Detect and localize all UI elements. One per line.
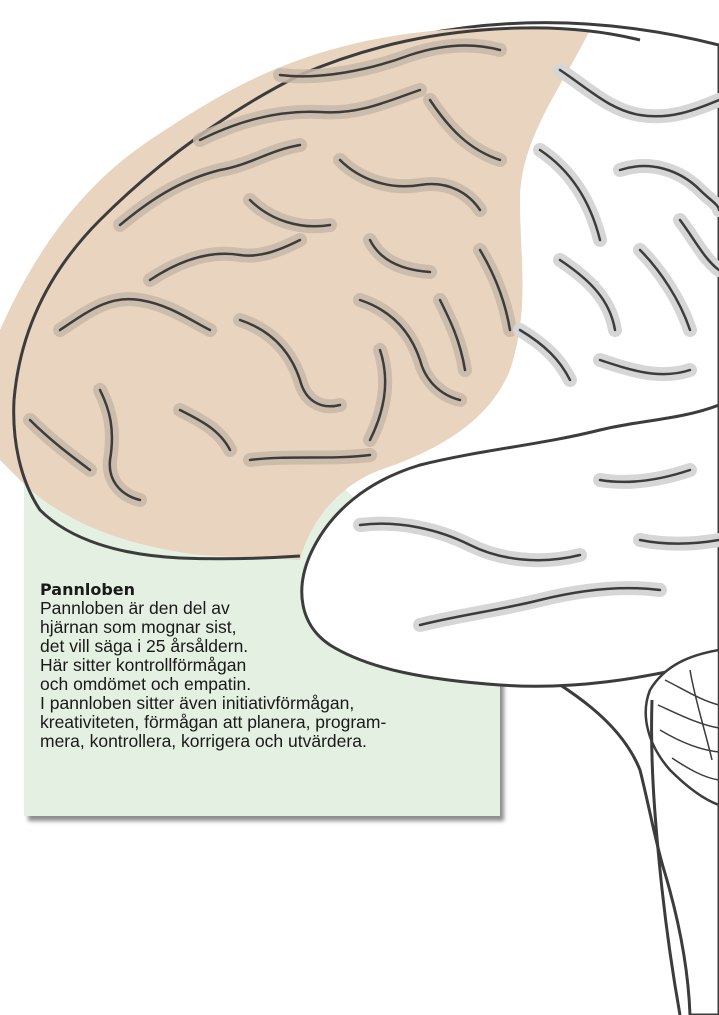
info-line-4: Här sitter kontrollförmågan (40, 656, 510, 675)
info-line-8: mera, kontrollera, korrigera och utvärde… (40, 732, 510, 751)
info-line-5: och omdömet och empatin. (40, 675, 510, 694)
info-line-6: I pannloben sitter även initiativförmåga… (40, 694, 510, 713)
info-line-2: hjärnan som mognar sist, (40, 618, 510, 637)
info-line-7: kreativiteten, förmågan att planera, pro… (40, 713, 510, 732)
frontal-lobe-info: Pannloben Pannloben är den del av hjärna… (40, 580, 510, 751)
info-title: Pannloben (40, 580, 510, 599)
info-line-3: det vill säga i 25 årsåldern. (40, 637, 510, 656)
info-line-1: Pannloben är den del av (40, 599, 510, 618)
